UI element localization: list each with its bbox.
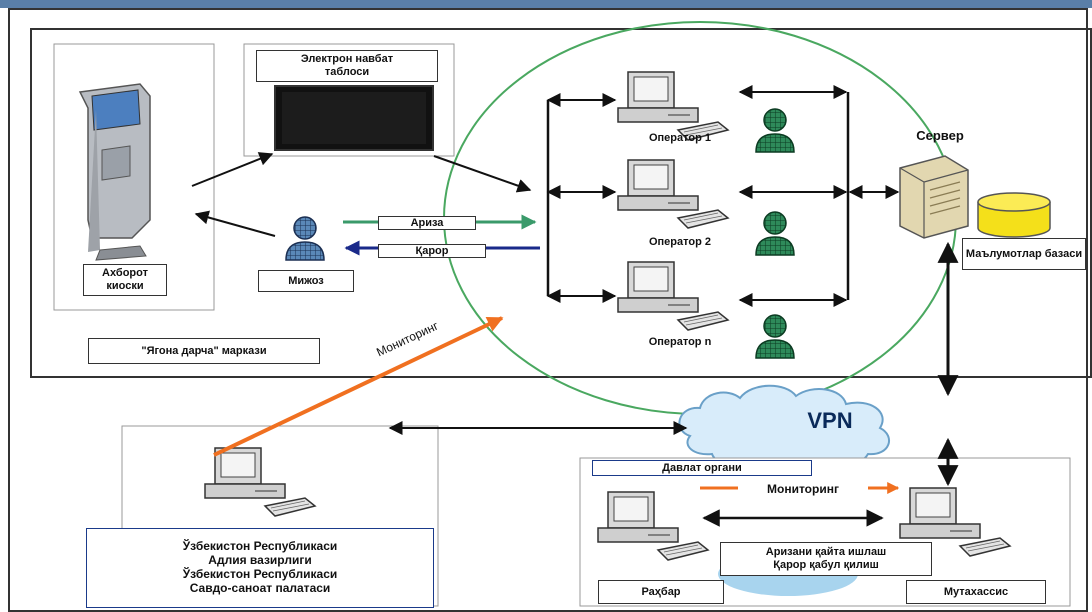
- operator-1-label: Оператор 1: [648, 132, 711, 144]
- process-label: Аризани қайта ишлаш Қарор қабул қилиш: [720, 542, 932, 576]
- decision-label: Қарор: [378, 244, 486, 258]
- request-label: Ариза: [378, 216, 476, 230]
- head-label: Раҳбар: [598, 580, 724, 604]
- process-line-2: Қарор қабул қилиш: [773, 559, 879, 571]
- database-icon: [977, 192, 1051, 238]
- kiosk-icon: [78, 83, 151, 261]
- vpn-label: VPN: [807, 408, 853, 433]
- ministry-line-3: Ўзбекистон Республикаси: [182, 567, 338, 581]
- kiosk-label: Ахборот киоски: [83, 264, 167, 296]
- operator-n-label: Оператор n: [648, 336, 712, 348]
- server-label: Сервер: [916, 128, 964, 143]
- ministry-line-2: Адлия вазирлиги: [208, 553, 312, 568]
- ministry-line-4: Савдо-саноат палатаси: [189, 580, 331, 595]
- outer-frame: [8, 8, 1088, 612]
- server-icon: [899, 155, 969, 239]
- ministry-line-1: Ўзбекистон Республикаси: [182, 539, 338, 554]
- top-bar: [0, 0, 1092, 8]
- dept-label: Давлат органи: [592, 460, 812, 476]
- one-stop-center-box: [30, 28, 1092, 378]
- operator-2-label: Оператор 2: [648, 236, 711, 248]
- screen-label: Электрон навбат таблоси: [256, 50, 438, 82]
- process-line-1: Аризани қайта ишлаш: [765, 546, 887, 559]
- dept-monitoring-label: Мониторинг: [738, 482, 868, 496]
- client-label: Мижоз: [258, 270, 354, 292]
- ministry-label: Ўзбекистон Республикаси Адлия вазирлиги …: [86, 528, 434, 608]
- specialist-label: Мутахассис: [906, 580, 1046, 604]
- center-label: "Ягона дарча" маркази: [88, 338, 320, 364]
- database-label: Маълумотлар базаси: [962, 238, 1086, 270]
